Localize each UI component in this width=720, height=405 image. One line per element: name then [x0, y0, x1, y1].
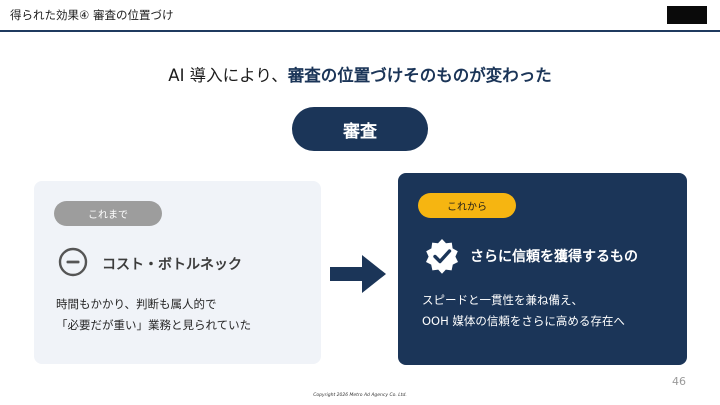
before-description: 時間もかかり、判断も属人的で 「必要だが重い」業務と見られていた [56, 294, 251, 336]
slide-headline: AI 導入により、審査の位置づけそのものが変わった [0, 62, 720, 86]
before-line: 時間もかかり、判断も属人的で [56, 297, 217, 311]
header-divider [0, 30, 720, 32]
after-card: これから さらに信頼を獲得するもの スピードと一貫性を兼ね備え、 OOH 媒体の… [398, 173, 687, 365]
headline-emphasis: 審査の位置づけそのものが変わった [287, 66, 552, 85]
after-line: スピードと一貫性を兼ね備え、 [422, 293, 583, 307]
before-tag: これまで [54, 201, 162, 226]
after-description: スピードと一貫性を兼ね備え、 OOH 媒体の信頼をさらに高める存在へ [422, 290, 625, 332]
before-heading: コスト・ボトルネック [102, 257, 242, 273]
transition-arrow-icon [330, 255, 386, 293]
page-number: 46 [672, 375, 686, 388]
minus-circle-icon [58, 247, 88, 277]
before-card: これまで コスト・ボトルネック 時間もかかり、判断も属人的で 「必要だが重い」業… [34, 181, 321, 364]
after-line: OOH 媒体の信頼をさらに高める存在へ [422, 314, 625, 328]
copyright-notice: Copyright 2026 Metro Ad Agency Co. Ltd. [313, 393, 407, 398]
after-tag: これから [418, 193, 516, 218]
topic-pill: 審査 [292, 107, 428, 151]
redacted-logo-block [667, 6, 707, 24]
slide-section-title: 得られた効果④ 審査の位置づけ [10, 8, 174, 22]
after-heading: さらに信頼を獲得するもの [470, 249, 638, 265]
before-line: 「必要だが重い」業務と見られていた [56, 318, 252, 332]
verified-check-badge-icon [426, 239, 458, 274]
headline-prefix: AI 導入により、 [168, 66, 288, 85]
